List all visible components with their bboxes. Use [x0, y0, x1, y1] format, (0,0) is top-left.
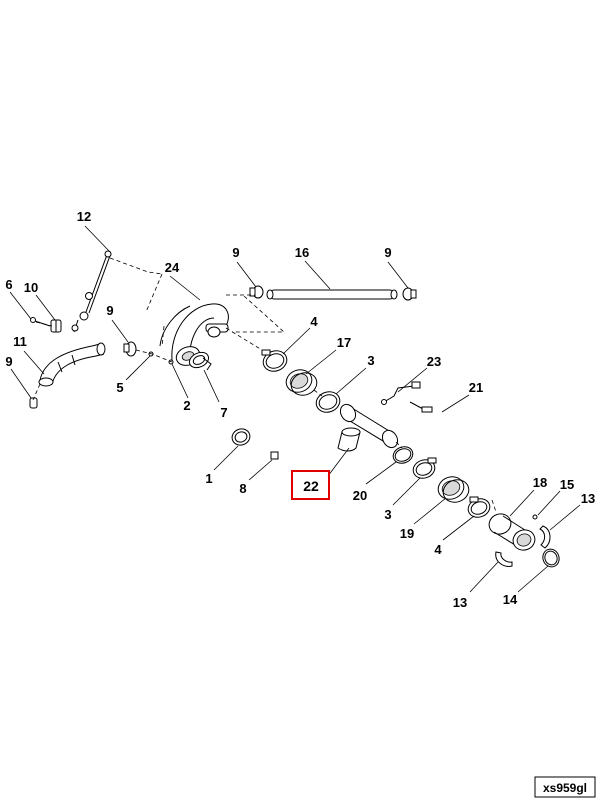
part-13-half-clamp-left [495, 551, 513, 567]
part-11-hose [38, 342, 106, 387]
callout-22[interactable]: 22 [303, 478, 319, 494]
callout-16[interactable]: 16 [295, 245, 309, 260]
callout-11[interactable]: 11 [13, 334, 27, 349]
part-17-coupler [285, 369, 318, 396]
callout-18[interactable]: 18 [533, 475, 547, 490]
callout-4[interactable]: 4 [434, 542, 442, 557]
part-1-clamp [231, 428, 251, 446]
part-9-clamp-tube-left [249, 285, 264, 299]
callout-9[interactable]: 9 [384, 245, 391, 260]
part-4-clamp-upper [261, 349, 288, 372]
callout-12[interactable]: 12 [77, 209, 91, 224]
part-4-clamp-lower [467, 496, 491, 518]
callout-3[interactable]: 3 [384, 507, 391, 522]
callout-14[interactable]: 14 [503, 592, 518, 607]
part-15-pin [532, 514, 538, 520]
leader-lines [9, 225, 581, 593]
part-16-tube [266, 289, 398, 300]
callout-19[interactable]: 19 [400, 526, 414, 541]
callout-1[interactable]: 1 [205, 471, 212, 486]
callout-20[interactable]: 20 [353, 488, 367, 503]
callout-9[interactable]: 9 [232, 245, 239, 260]
part-12-rod [71, 250, 112, 333]
part-3-clamp-lower [412, 457, 437, 479]
part-22-tee-pipe [337, 403, 399, 452]
part-3-clamp-upper [315, 391, 341, 413]
part-20-gasket [392, 446, 414, 464]
part-13-half-clamp-right [539, 525, 551, 549]
callout-9[interactable]: 9 [106, 303, 113, 318]
part-10-bracket [50, 319, 62, 333]
part-7-clamp [188, 351, 212, 371]
callout-23[interactable]: 23 [427, 354, 441, 369]
callout-3[interactable]: 3 [367, 353, 374, 368]
callout-21[interactable]: 21 [469, 380, 483, 395]
part-6-bolt [30, 317, 51, 327]
part-8-nut [270, 451, 279, 460]
callout-8[interactable]: 8 [239, 481, 246, 496]
callout-9[interactable]: 9 [5, 354, 12, 369]
callout-10[interactable]: 10 [24, 280, 38, 295]
part-19-coupler [437, 476, 470, 503]
callout-labels: 12 24 9 16 9 6 10 9 11 9 5 2 7 4 17 3 23… [5, 209, 595, 610]
highlighted-part-box[interactable] [291, 470, 330, 500]
part-9-clamp-tube-right [402, 287, 417, 301]
part-14-ring [542, 548, 560, 568]
part-18-coupler [488, 513, 536, 551]
callout-4[interactable]: 4 [310, 314, 318, 329]
reference-code-box: xs959gl [534, 776, 596, 798]
callout-7[interactable]: 7 [220, 405, 227, 420]
callout-2[interactable]: 2 [183, 398, 190, 413]
reference-code: xs959gl [543, 781, 587, 795]
dashed-reference-lines [32, 257, 497, 513]
callout-13[interactable]: 13 [581, 491, 595, 506]
callout-13[interactable]: 13 [453, 595, 467, 610]
callout-15[interactable]: 15 [560, 477, 574, 492]
callout-6[interactable]: 6 [5, 277, 12, 292]
callout-5[interactable]: 5 [116, 380, 123, 395]
part-5-2-fittings [148, 351, 174, 365]
callout-17[interactable]: 17 [337, 335, 351, 350]
part-9-clamp-small [123, 341, 137, 357]
callout-24[interactable]: 24 [165, 260, 180, 275]
part-23-sensor-wire [381, 381, 433, 413]
